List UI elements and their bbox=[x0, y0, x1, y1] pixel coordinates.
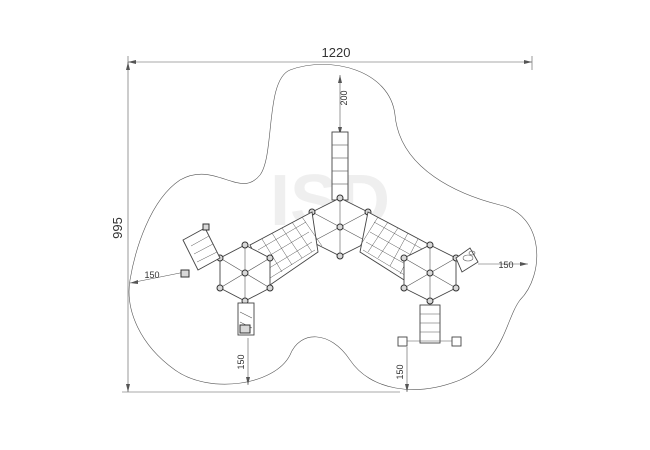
height-dimension: 995 bbox=[110, 62, 400, 393]
top-clearance-dimension: 200 bbox=[338, 75, 349, 135]
top-ladder bbox=[331, 131, 349, 201]
left-clearance-dimension: 150 bbox=[129, 270, 186, 284]
safety-zone-outline bbox=[128, 64, 538, 390]
left-lower-climber bbox=[237, 302, 255, 336]
bottom-left-clearance-dimension: 150 bbox=[236, 338, 250, 385]
left-clearance-label: 150 bbox=[144, 270, 159, 280]
right-clearance-label: 150 bbox=[498, 260, 513, 270]
top-clearance-label: 200 bbox=[339, 90, 349, 105]
playground-structure bbox=[180, 131, 479, 347]
left-upper-ladder bbox=[180, 223, 221, 278]
right-lower-ladder bbox=[397, 304, 462, 347]
right-upper-climber bbox=[455, 247, 479, 273]
right-tower bbox=[400, 241, 460, 305]
right-clearance-dimension: 150 bbox=[478, 260, 528, 270]
bottom-right-clearance-dimension: 150 bbox=[395, 347, 409, 392]
height-label: 995 bbox=[110, 217, 125, 239]
width-label: 1220 bbox=[322, 45, 351, 60]
width-dimension: 1220 bbox=[127, 45, 533, 70]
bottom-right-clearance-label: 150 bbox=[395, 364, 405, 379]
bottom-left-clearance-label: 150 bbox=[236, 354, 246, 369]
